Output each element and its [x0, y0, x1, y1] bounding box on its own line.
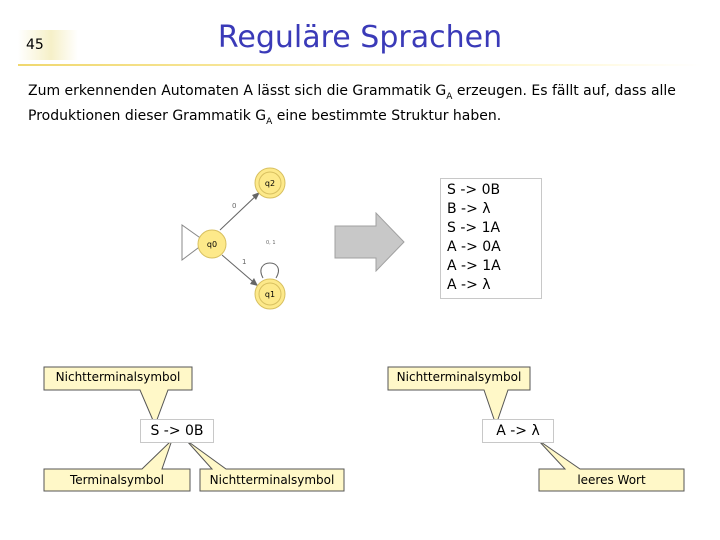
edge-label-q0-q2: 0 [232, 202, 236, 210]
slide-number: 45 [18, 30, 78, 60]
callout-label-empty-word: leeres Wort [577, 473, 646, 487]
callout-label-nonterminal-right: Nichtterminalsymbol [396, 370, 522, 384]
callout-label-terminal: Terminalsymbol [69, 473, 165, 487]
intro-text: Zum erkennenden Automaten A lässt sich d… [28, 82, 698, 132]
production-4: A -> 0A [447, 239, 501, 255]
state-q0-label: q0 [207, 240, 217, 249]
production-example-right: A -> λ [482, 419, 554, 443]
state-q2-label: q2 [265, 179, 275, 188]
callout-label-nonterminal-bottom: Nichtterminalsymbol [209, 473, 335, 487]
intro-line1-pre: Zum erkennenden Automaten A lässt sich d… [28, 83, 447, 99]
production-5: A -> 1A [447, 258, 501, 274]
page-title: Reguläre Sprachen [217, 20, 503, 55]
right-arrow-icon [334, 212, 405, 272]
edge-label-q0-q1: 1 [242, 258, 246, 266]
intro-line1-post: erzeugen. Es fällt auf, dass alle [452, 83, 676, 99]
edge-q0-q2 [219, 191, 261, 231]
state-q1-label: q1 [265, 290, 275, 299]
intro-line2-post: eine bestimmte Struktur haben. [272, 107, 502, 124]
callout-nonterminal-bottom [185, 439, 345, 492]
callout-terminal [43, 439, 191, 492]
edge-q0-q1-head [250, 278, 258, 286]
production-3: S -> 1A [447, 220, 501, 236]
grammar-productions: S -> 0B B -> λ S -> 1A A -> 0A A -> 1A A… [440, 178, 542, 299]
edge-q0-q2-head [252, 192, 260, 200]
edge-label-q1-loop: 0, 1 [266, 240, 276, 246]
intro-line1-sub: A [446, 91, 453, 102]
state-q2: q2 [254, 167, 286, 199]
intro-line2-sub: A [266, 116, 273, 127]
production-2: B -> λ [447, 201, 491, 217]
production-example-left: S -> 0B [140, 419, 214, 443]
callout-nonterminal-left [43, 366, 193, 427]
start-marker [181, 224, 207, 261]
callout-empty-word [537, 439, 685, 492]
production-1: S -> 0B [447, 182, 501, 198]
intro-line2-pre: Produktionen dieser Grammatik G [28, 107, 267, 124]
edge-q0-q1 [221, 254, 259, 287]
edge-q1-loop [260, 262, 279, 279]
production-6: A -> λ [447, 277, 491, 293]
callout-nonterminal-right [387, 366, 531, 427]
callout-label-nonterminal-left: Nichtterminalsymbol [55, 370, 181, 384]
automaton-diagram: 0 1 0, 1 q0 q2 q1 [181, 167, 286, 310]
title-divider [18, 64, 702, 66]
state-q0: q0 [197, 229, 227, 259]
state-q1: q1 [254, 278, 286, 310]
